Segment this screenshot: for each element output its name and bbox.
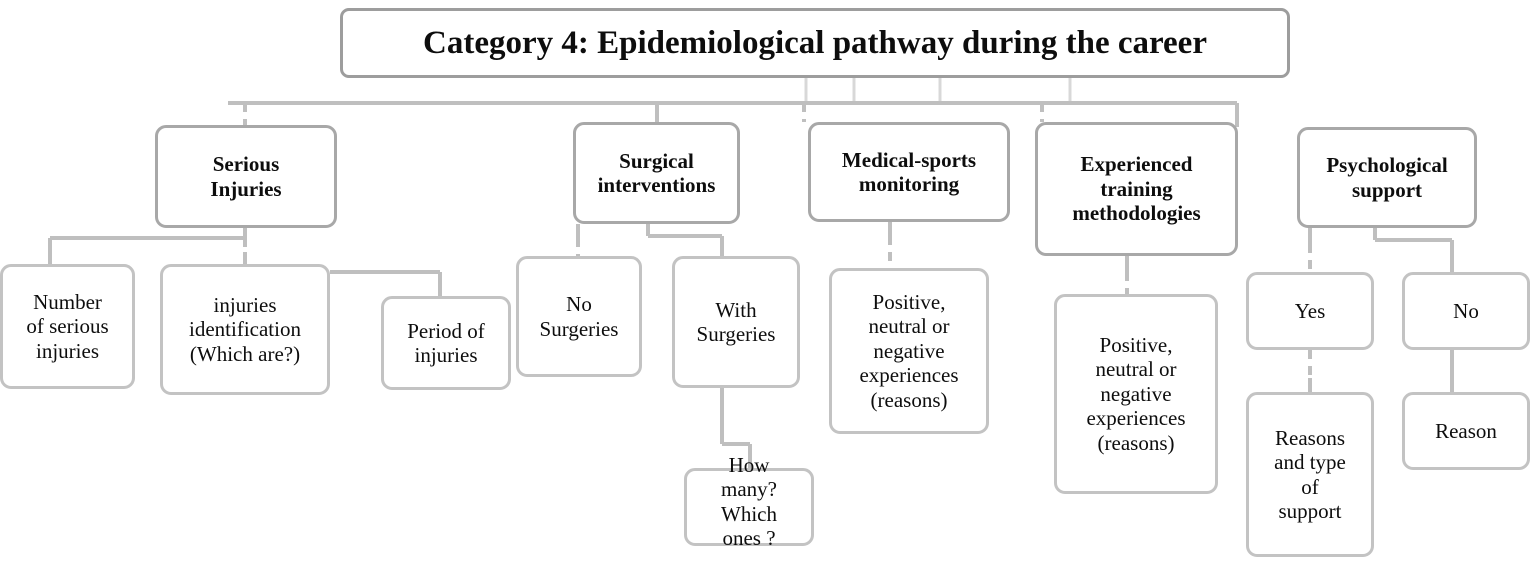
leaf-label: No xyxy=(1453,298,1479,323)
leaf-box-medical-experiences[interactable]: Positive, neutral or negative experience… xyxy=(829,268,989,434)
category-label: Psychological support xyxy=(1326,153,1448,202)
leaf-box-psych-no[interactable]: No xyxy=(1402,272,1530,350)
leaf-box-training-experiences[interactable]: Positive, neutral or negative experience… xyxy=(1054,294,1218,494)
leaf-label: How many? Which ones ? xyxy=(721,453,777,551)
leaf-label: With Surgeries xyxy=(696,297,776,346)
leaf-box-psych-yes[interactable]: Yes xyxy=(1246,272,1374,350)
leaf-box-no-surgeries[interactable]: No Surgeries xyxy=(516,256,642,377)
leaf-box-how-many-which-ones[interactable]: How many? Which ones ? xyxy=(684,453,814,550)
root-title-box[interactable]: Category 4: Epidemiological pathway duri… xyxy=(340,8,1290,78)
leaf-label: Reasons and type of support xyxy=(1274,425,1346,523)
category-label: Serious Injuries xyxy=(210,152,282,201)
leaf-box-with-surgeries[interactable]: With Surgeries xyxy=(672,256,800,388)
category-label: Medical-sports monitoring xyxy=(841,147,977,196)
category-box-psychological-support[interactable]: Psychological support xyxy=(1297,127,1477,228)
leaf-label: Positive, neutral or negative experience… xyxy=(1086,333,1186,455)
leaf-box-period-of-injuries[interactable]: Period of injuries xyxy=(381,296,511,390)
category-box-serious-injuries[interactable]: Serious Injuries xyxy=(155,125,337,228)
leaf-label: Yes xyxy=(1294,298,1326,323)
leaf-box-number-of-serious-injuries[interactable]: Number of serious injuries xyxy=(0,264,135,389)
leaf-label: Period of injuries xyxy=(407,318,485,367)
category-label: Experienced training methodologies xyxy=(1072,152,1201,226)
category-label: Surgical interventions xyxy=(597,148,716,197)
category-box-surgical-interventions[interactable]: Surgical interventions xyxy=(573,122,740,224)
leaf-box-reasons-and-type-of-support[interactable]: Reasons and type of support xyxy=(1246,392,1374,557)
leaf-label: Number of serious injuries xyxy=(26,289,109,363)
category-box-medical-sports-monitoring[interactable]: Medical-sports monitoring xyxy=(808,122,1010,222)
page-title: Category 4: Epidemiological pathway duri… xyxy=(423,24,1207,61)
leaf-box-reason[interactable]: Reason xyxy=(1402,392,1530,470)
leaf-label: No Surgeries xyxy=(539,292,619,341)
leaf-box-injuries-identification[interactable]: injuries identification (Which are?) xyxy=(160,264,330,395)
leaf-label: injuries identification (Which are?) xyxy=(189,292,301,366)
leaf-label: Positive, neutral or negative experience… xyxy=(859,290,959,412)
leaf-label: Reason xyxy=(1435,418,1497,443)
category-box-experienced-training-methodologies[interactable]: Experienced training methodologies xyxy=(1035,122,1238,256)
